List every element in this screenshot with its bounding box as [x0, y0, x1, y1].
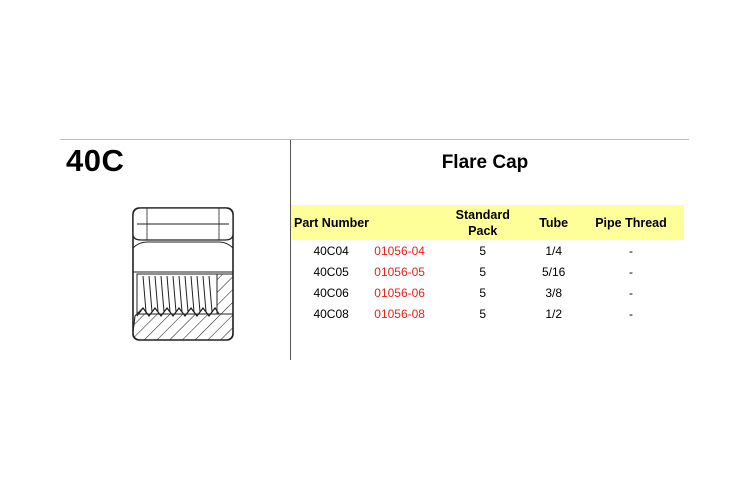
vertical-divider [290, 140, 291, 360]
tube-cell: 1/4 [545, 243, 562, 258]
model-code: 40C [66, 143, 125, 178]
table-row: 40C06 01056-06 5 3/8 - [291, 282, 684, 303]
tube-cell: 5/16 [541, 264, 566, 279]
standard-pack-cell: 5 [479, 243, 487, 258]
reference-number-cell: 01056-04 [374, 243, 425, 258]
table-header-row: Part Number Standard Pack Tube Pipe Thre… [291, 205, 684, 240]
header-standard-pack: Standard Pack [436, 205, 529, 240]
top-divider [60, 139, 689, 140]
table-row: 40C04 01056-04 5 1/4 - [291, 240, 684, 261]
header-part-number: Part Number [294, 215, 370, 230]
reference-number-cell: 01056-08 [374, 306, 425, 321]
part-number-cell: 40C04 [313, 243, 349, 258]
table-row: 40C08 01056-08 5 1/2 - [291, 303, 684, 324]
standard-pack-cell: 5 [479, 306, 487, 321]
tube-cell: 1/2 [545, 306, 562, 321]
reference-number-cell: 01056-06 [374, 285, 425, 300]
pipe-thread-cell: - [629, 264, 633, 279]
header-standard-pack-line2: Pack [468, 223, 498, 238]
header-tube: Tube [539, 215, 569, 230]
part-number-cell: 40C05 [313, 264, 349, 279]
product-title: Flare Cap [441, 152, 529, 173]
pipe-thread-cell: - [629, 306, 633, 321]
tube-cell: 3/8 [545, 285, 562, 300]
standard-pack-cell: 5 [479, 285, 487, 300]
pipe-thread-cell: - [629, 243, 633, 258]
standard-pack-cell: 5 [479, 264, 487, 279]
part-number-cell: 40C08 [313, 306, 349, 321]
reference-number-cell: 01056-05 [374, 264, 425, 279]
header-pipe-thread: Pipe Thread [595, 215, 667, 230]
table-row: 40C05 01056-05 5 5/16 - [291, 261, 684, 282]
pipe-thread-cell: - [629, 285, 633, 300]
spec-table: Part Number Standard Pack Tube Pipe Thre… [291, 205, 684, 324]
header-standard-pack-line1: Standard [455, 207, 510, 222]
part-number-cell: 40C06 [313, 285, 349, 300]
flare-cap-drawing-icon [132, 207, 234, 341]
